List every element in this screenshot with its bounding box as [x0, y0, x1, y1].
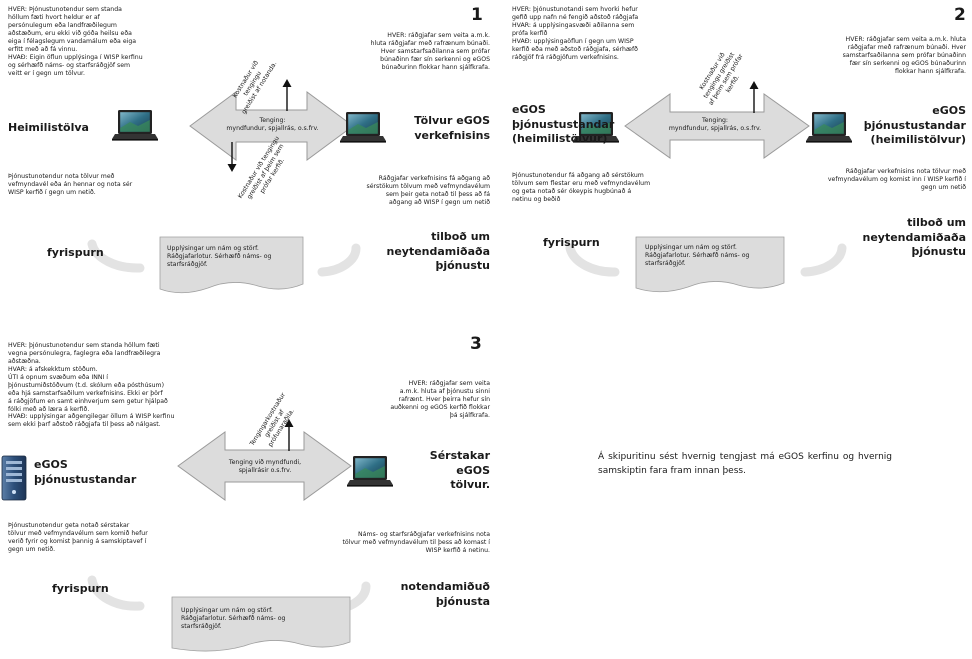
panel3-arrow-label: Tenging við myndfundi, spjallrásir o.s.f… — [228, 459, 302, 474]
panel1-hver-right: HVER: ráðgjafar sem veita a.m.k. hluta r… — [370, 32, 490, 71]
panel2-left-desc: Þjónustunotendur fá aðgang að sérstökum … — [512, 172, 651, 203]
panel2-connection-arrow — [624, 93, 810, 159]
panel3-note: Upplýsingar um nám og störf. Ráðgjafarlo… — [181, 607, 286, 630]
panel2-hver-left: HVER: þjónustunotandi sem hvorki hefur g… — [512, 6, 639, 61]
panel3-note-shape — [171, 596, 351, 652]
panel3-up-arrow — [284, 419, 294, 451]
panel3-fyrispurn: fyrispurn — [52, 582, 109, 595]
panel2-arrow-label: Tenging: myndfundur, spjallrás, o.s.frv. — [668, 117, 762, 132]
panel1-note: Upplýsingar um nám og störf. Ráðgjafarlo… — [167, 245, 272, 268]
panel2-number: 2 — [954, 5, 966, 25]
panel2-loop-left — [565, 243, 620, 277]
panel2-offer: tilboð um neytendamiðaða þjónustu — [862, 216, 966, 259]
panel3-stand-tower-icon — [1, 455, 27, 501]
panel1-home-computer-icon — [112, 110, 158, 141]
panel1-loop-left — [87, 239, 145, 273]
panel1-offer: tilboð um neytendamiðaða þjónustu — [386, 230, 490, 273]
diagram-description: Á skipuritinu sést hvernig tengjast má e… — [598, 452, 892, 477]
panel1-project-desc: Ráðgjafar verkefnisins fá aðgang að sérs… — [366, 175, 490, 206]
panel2-hver-right: HVER: ráðgjafar sem veita a.m.k. hluta r… — [842, 36, 966, 75]
panel1-loop-right — [317, 243, 361, 277]
panel1-home-desc: Þjónustunotendur nota tölvur með vefmynd… — [8, 173, 133, 196]
panel1-arrow-label: Tenging: myndfundur, spjallrás, o.s.frv. — [226, 117, 319, 132]
panel3-connection-arrow — [177, 431, 352, 501]
panel2-loop-right — [800, 243, 847, 277]
panel1-number: 1 — [471, 5, 483, 25]
panel2-right-desc: Ráðgjafar verkefnisins nota tölvur með v… — [827, 168, 966, 191]
panel2-left-label: eGOS þjónustustandar (heimilistölvur) — [512, 103, 615, 146]
panel3-stand-desc: Þjónustunotendur geta notað sérstakar tö… — [8, 522, 148, 553]
panel1-down-arrow — [227, 142, 237, 172]
panel2-right-label: eGOS þjónustustandar (heimilistölvur) — [863, 104, 966, 147]
panel1-note-shape — [159, 236, 304, 294]
panel3-egos-label: Sérstakar eGOS tölvur. — [429, 449, 490, 492]
panel3-hver-left: HVER: þjónustunotendur sem standa höllum… — [8, 342, 175, 429]
panel1-hver-left: HVER: Þjónustunotendur sem standa höllum… — [8, 6, 143, 77]
panel3-offer: notendamiðuð þjónusta — [400, 580, 490, 608]
panel1-fyrispurn: fyrispurn — [47, 246, 104, 259]
panel3-egos-desc: Náms- og starfsráðgjafar verkefnisins no… — [342, 531, 490, 554]
panel3-number: 3 — [470, 334, 482, 354]
panel2-note: Upplýsingar um nám og störf. Ráðgjafarlo… — [645, 244, 750, 267]
panel2-up-arrow — [749, 81, 759, 113]
panel1-up-arrow — [282, 79, 292, 111]
panel1-home-label: Heimilistölva — [8, 121, 89, 134]
panel3-loop-left — [87, 575, 145, 611]
panel3-egos-computer-icon — [347, 456, 393, 487]
panel2-fyrispurn: fyrispurn — [543, 236, 600, 249]
panel3-stand-label: eGOS þjónustustandar — [34, 458, 137, 486]
panel1-project-label: Tölvur eGOS verkefnisins — [414, 114, 490, 142]
panel3-hver-right: HVER: ráðgjafar sem veita a.m.k. hluta a… — [390, 380, 490, 419]
panel2-note-shape — [635, 236, 785, 293]
